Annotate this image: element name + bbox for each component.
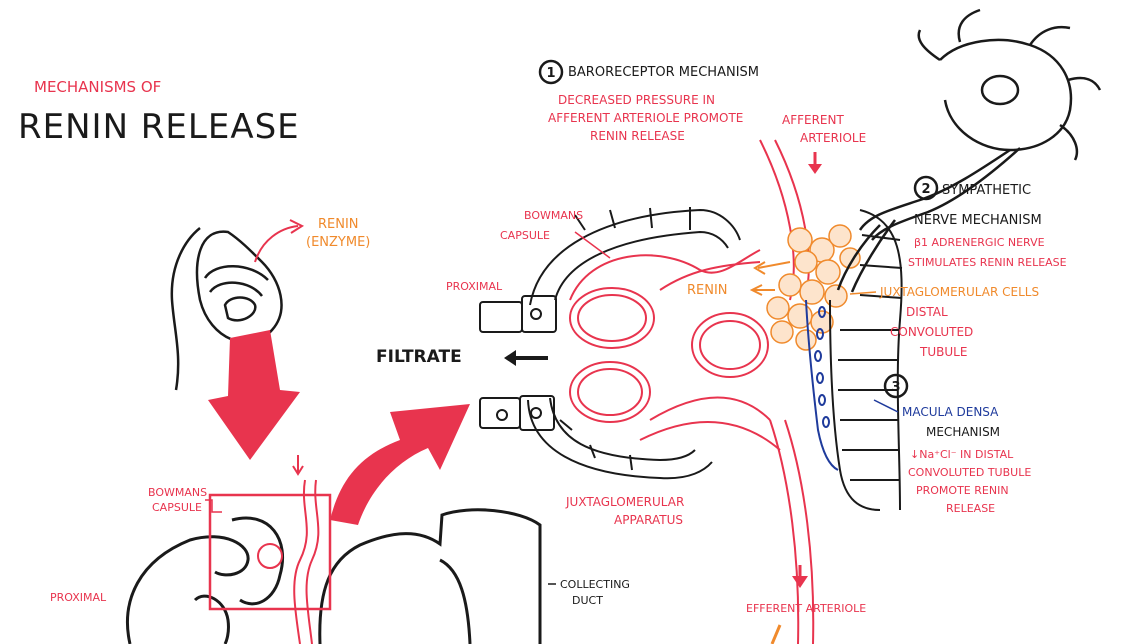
macula-desc-3: PROMOTE RENIN	[916, 484, 1009, 497]
renin-center-label: RENIN	[687, 283, 728, 298]
red-arrow-down	[208, 330, 300, 460]
macula-desc-1: ↓Na⁺Cl⁻ IN DISTAL	[910, 448, 1014, 461]
renin-enzyme-label-1: RENIN	[318, 217, 359, 232]
baroreceptor-desc-1: DECREASED PRESSURE IN	[558, 93, 715, 107]
macula-desc-4: RELEASE	[946, 502, 995, 515]
bottom-nephron-drawing	[128, 510, 541, 644]
number-1: 1	[546, 66, 555, 81]
highlight-box	[210, 495, 330, 609]
renin-enzyme-label-2: (ENZYME)	[306, 235, 370, 250]
jga-label-1: JUXTAGLOMERULAR	[565, 495, 684, 509]
sympathetic-title-1: SYMPATHETIC	[942, 183, 1031, 198]
renin-arrow	[255, 226, 298, 262]
macula-desc-2: CONVOLUTED TUBULE	[908, 466, 1031, 479]
sympathetic-desc-1: β1 ADRENERGIC NERVE	[914, 236, 1045, 249]
red-arrow-up	[330, 404, 470, 525]
bowmans-capsule-top-label-1: BOWMANS	[524, 209, 583, 222]
proximal-bottom-label: PROXIMAL	[50, 591, 107, 604]
number-3: 3	[891, 380, 900, 395]
collecting-duct-label-2: DUCT	[572, 594, 603, 607]
juxtaglomerular-cells	[767, 225, 860, 350]
number-2: 2	[921, 182, 930, 197]
jga-label-2: APPARATUS	[614, 513, 683, 527]
bowmans-capsule-bottom-label-1: BOWMANS	[148, 486, 207, 499]
sympathetic-title-2: NERVE MECHANISM	[914, 213, 1042, 228]
glomerulus-capillaries	[570, 140, 813, 644]
distal-label-1: DISTAL	[906, 305, 948, 319]
distal-label-3: TUBULE	[919, 345, 967, 359]
macula-label-1: MACULA DENSA	[902, 405, 999, 419]
juxtaglomerular-cells-label: JUXTAGLOMERULAR CELLS	[879, 285, 1039, 299]
page-title: RENIN RELEASE	[18, 107, 300, 147]
baroreceptor-desc-3: RENIN RELEASE	[590, 129, 685, 143]
glomerulus-small	[258, 544, 282, 568]
filtrate-label: FILTRATE	[376, 347, 462, 367]
collecting-duct-label-1: COLLECTING	[560, 578, 630, 591]
bowmans-capsule-top-label-2: CAPSULE	[500, 229, 550, 242]
bowmans-capsule-bottom-label-2: CAPSULE	[152, 501, 202, 514]
baroreceptor-title: BARORECEPTOR MECHANISM	[568, 65, 759, 80]
sympathetic-desc-2: STIMULATES RENIN RELEASE	[908, 256, 1067, 269]
proximal-top-label: PROXIMAL	[446, 280, 503, 293]
efferent-orange-mark	[772, 625, 780, 644]
nerve-neuron	[838, 10, 1100, 292]
title-line-1: MECHANISMS OF	[34, 78, 161, 96]
macula-label-2: MECHANISM	[926, 425, 1000, 439]
baroreceptor-desc-2: AFFERENT ARTERIOLE PROMOTE	[548, 111, 743, 125]
efferent-label: EFFERENT ARTERIOLE	[746, 602, 866, 615]
afferent-label-1: AFFERENT	[782, 113, 844, 127]
afferent-label-2: ARTERIOLE	[800, 131, 866, 145]
distal-label-2: CONVOLUTED	[890, 325, 973, 339]
